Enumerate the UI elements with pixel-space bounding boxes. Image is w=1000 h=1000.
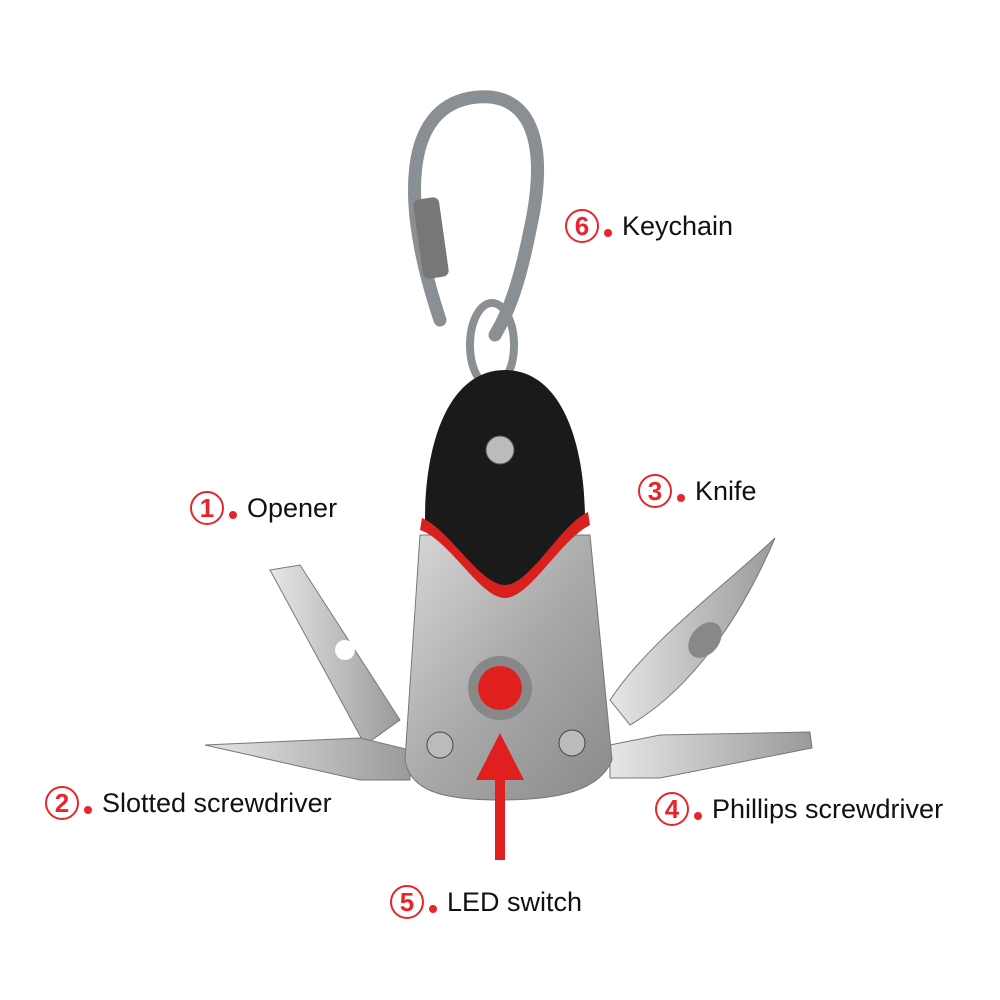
- label-text: Knife: [695, 475, 757, 506]
- label-slotted-screwdriver: 2 Slotted screwdriver: [45, 783, 332, 823]
- carabiner-icon: [408, 90, 544, 342]
- label-opener: 1 Opener: [190, 488, 337, 528]
- number-badge: 6: [565, 209, 599, 243]
- label-text: Opener: [247, 492, 338, 523]
- label-led-switch: 5 LED switch: [390, 882, 582, 922]
- label-text: Phillips screwdriver: [712, 793, 944, 824]
- slotted-screwdriver-tool: [204, 737, 411, 781]
- label-text: Keychain: [622, 210, 734, 241]
- label-keychain: 6 Keychain: [565, 206, 733, 246]
- label-phillips-screwdriver: 4 Phillips screwdriver: [655, 789, 943, 829]
- number-badge: 2: [45, 786, 79, 820]
- number-badge: 3: [638, 474, 672, 508]
- arrow-icon: [476, 733, 524, 860]
- opener-tool: [269, 564, 401, 746]
- knife-tool: [609, 537, 776, 726]
- label-text: LED switch: [447, 886, 583, 917]
- label-knife: 3 Knife: [638, 471, 757, 511]
- number-badge: 4: [655, 792, 689, 826]
- carabiner-lock: [413, 197, 449, 279]
- number-badge: 1: [190, 491, 224, 525]
- phillips-screwdriver-tool: [609, 731, 813, 779]
- number-badge: 5: [390, 885, 424, 919]
- label-text: Slotted screwdriver: [102, 787, 332, 818]
- black-top: [425, 370, 585, 590]
- red-stripe: [420, 512, 590, 598]
